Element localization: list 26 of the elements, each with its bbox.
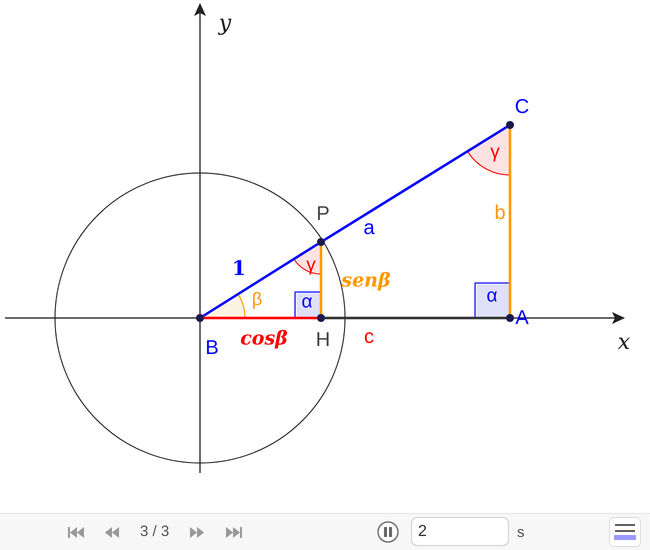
axis-label: y <box>218 13 232 35</box>
segment-label: c <box>364 327 374 347</box>
segment <box>204 316 317 320</box>
point-label: H <box>316 330 330 350</box>
segment <box>325 316 506 320</box>
angle-label: β <box>252 290 262 308</box>
segment-label: senβ <box>341 272 391 290</box>
angle-label: α <box>486 286 498 306</box>
segment <box>324 126 508 241</box>
point-label: C <box>514 97 530 117</box>
slide-counter: 3 / 3 <box>140 522 170 542</box>
segment-label: a <box>363 218 375 238</box>
point-label: P <box>316 204 330 224</box>
segment <box>320 246 322 314</box>
segment <box>508 129 512 314</box>
angle-label: γ <box>490 142 500 162</box>
point-label: B <box>205 338 219 358</box>
unit-label: s <box>517 523 524 543</box>
speed-input-field: 2 <box>411 517 509 546</box>
segment-label: b <box>494 203 506 223</box>
axis-label: x <box>618 332 630 354</box>
angle-label: γ <box>306 256 316 274</box>
angle-label: α <box>302 292 312 312</box>
segment-label: cosβ <box>240 330 288 348</box>
segment-label: 1 <box>232 258 246 278</box>
segment <box>202 243 318 317</box>
